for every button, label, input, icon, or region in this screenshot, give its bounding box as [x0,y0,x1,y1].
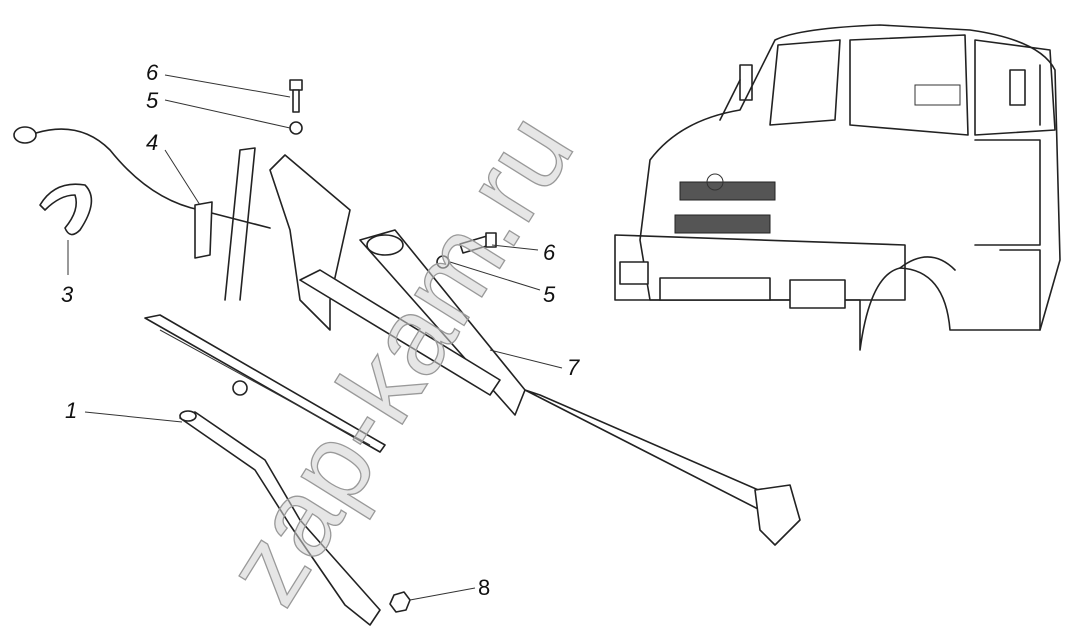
truck-cab-illustration [614,24,1061,351]
callout-6-top: 6 [146,60,159,85]
wiper-arm [179,410,381,626]
watermark: zap-kam.ru [201,93,597,625]
leader-lines [67,74,563,601]
wiper-blade [144,314,386,453]
callout-1: 1 [65,398,78,423]
callout-6-right: 6 [543,240,556,265]
washer-hose [13,126,271,301]
fasteners [289,79,497,613]
callout-5-top: 5 [146,88,159,113]
wiper-linkage [269,154,801,546]
callout-5-right: 5 [543,282,556,307]
callout-7: 7 [567,355,580,380]
callout-4: 4 [146,130,159,155]
callout-3: 3 [61,282,74,307]
callout-8: 8 [478,575,491,600]
